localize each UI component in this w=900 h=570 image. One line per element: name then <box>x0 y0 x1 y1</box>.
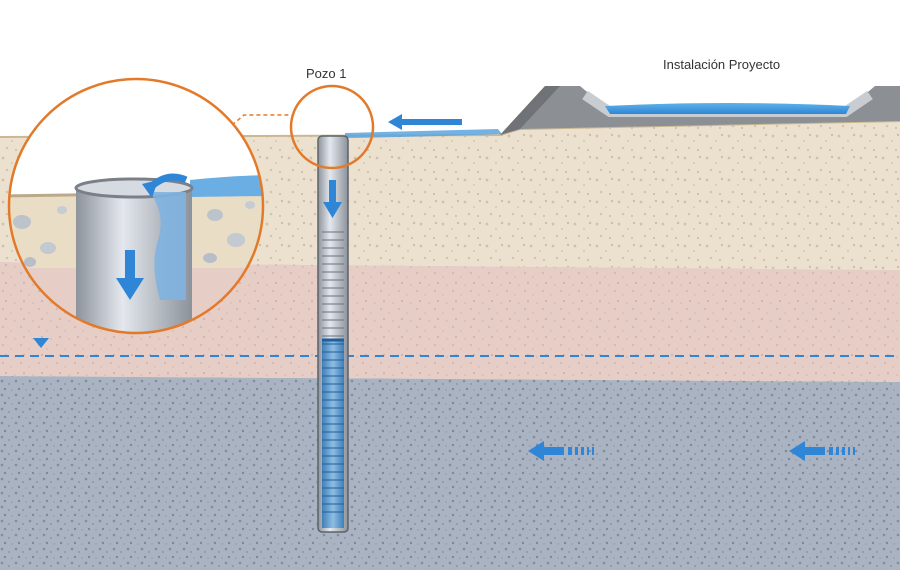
inset-stones <box>13 201 255 267</box>
arrow-down-icon <box>323 180 342 218</box>
surface-water-seep <box>345 129 502 138</box>
well-pipe <box>317 135 349 533</box>
inset-water-film <box>150 192 186 300</box>
callout-connector <box>231 114 290 126</box>
well-water-column <box>322 340 344 528</box>
well-head-highlight <box>289 84 375 170</box>
dashed-arrow-left-icon <box>528 441 594 461</box>
arrow-left-icon <box>388 114 462 130</box>
water-table-triangle-icon <box>33 338 49 348</box>
inset-water-seep <box>190 175 263 197</box>
well-screen <box>322 231 344 513</box>
dashed-arrow-left-icon <box>789 441 855 461</box>
facility-pond <box>605 103 850 114</box>
facility-label: Instalación Proyecto <box>663 57 781 72</box>
arrow-down-icon <box>116 250 144 300</box>
well-label: Pozo 1 <box>306 66 347 81</box>
curved-arrow-icon <box>142 173 188 198</box>
project-facility <box>500 86 900 135</box>
